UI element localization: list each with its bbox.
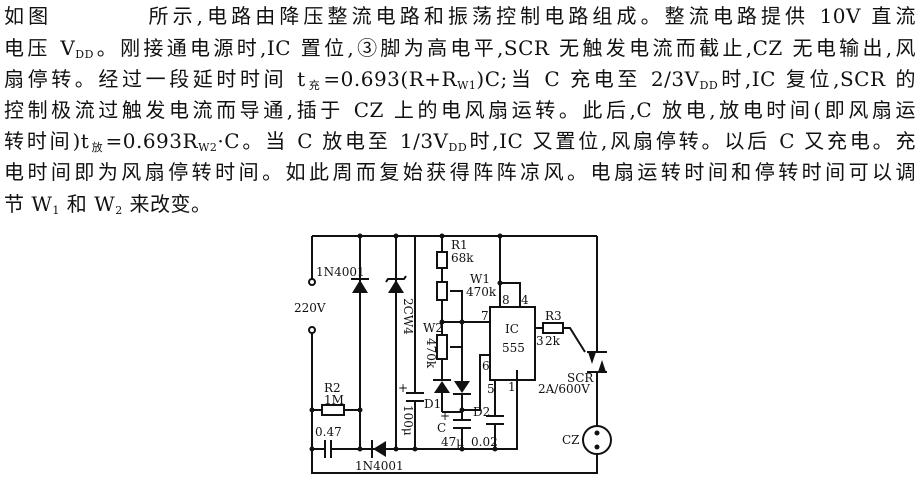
label-ic-type: 555 <box>502 341 525 355</box>
label-w2: W2 <box>423 321 443 335</box>
text-run: 电时间即为风扇停转时间。如此周而复始获得阵阵凉风。电扇运转时间和停转时间可以调 <box>4 160 916 184</box>
diode-d2 <box>453 381 471 395</box>
subscript: 1 <box>52 204 60 217</box>
paragraph-line: 节 W1 和 W2 来改变。 <box>4 191 212 224</box>
label-r1-val: 68k <box>451 251 474 265</box>
subscript: 放 <box>89 141 106 154</box>
diode-d1 <box>433 379 451 393</box>
subscript: DD <box>75 48 94 61</box>
label-w2-val: 470k <box>424 338 438 369</box>
ic-555 <box>489 306 536 381</box>
diode-1n4001-horizontal <box>371 440 386 458</box>
label-w1: W1 <box>470 272 490 286</box>
label-zener: 2CW4 <box>401 298 415 335</box>
label-r3: R3 <box>545 309 562 323</box>
socket-cz <box>582 425 612 455</box>
subscript: W2 <box>198 141 218 154</box>
label-scr-rating: 2A/600V <box>538 382 590 396</box>
label-pin5: 5 <box>487 382 495 396</box>
label-r1: R1 <box>451 238 468 252</box>
resistor-r3 <box>542 322 564 334</box>
label-d-top: 1N4001 <box>316 265 365 279</box>
label-d-bottom: 1N4001 <box>355 459 404 473</box>
paragraph-line: 扇停转。经过一段延时时间 t充=0.693(R+RW1)C;当 C 充电至 2/… <box>4 66 916 99</box>
label-r3-val: 2k <box>545 334 561 348</box>
subscript: 2 <box>115 204 123 217</box>
potentiometer-w2 <box>436 334 448 360</box>
label-c: C <box>437 421 446 435</box>
text-run: =0.693R <box>105 129 199 153</box>
paragraph-line: 转时间)t放=0.693RW2·C。当 C 放电至 1/3VDD时,IC 又置位… <box>4 128 916 161</box>
paragraph-line: 如图 所示,电路由降压整流电路和振荡控制电路组成。整流电路提供 10V 直流 <box>4 3 916 29</box>
text-run: 节 W <box>4 192 53 216</box>
diode-1n4001-vertical <box>351 278 369 293</box>
paragraph-line: 电压 VDD。刚接通电源时,IC 置位,③脚为高电平,SCR 无触发电流而截止,… <box>4 35 916 68</box>
text-run: 扇停转。经过一段延时时间 t <box>4 67 306 91</box>
text-run: 和 W <box>59 192 116 216</box>
supply-terminals <box>308 278 316 334</box>
label-pin4: 4 <box>521 293 529 307</box>
text-run: 电压 V <box>4 36 76 60</box>
text-run: 时,IC 又置位,风扇停转。以后 C 又充电。充 <box>467 129 916 153</box>
label-plus2: + <box>440 409 450 423</box>
capacitor-0.02 <box>486 415 504 425</box>
label-c-val: 47μ <box>441 435 464 449</box>
text-run: 控制极流过触发电流而导通,插于 CZ 上的电风扇运转。此后,C 放电,放电时间(… <box>4 98 916 122</box>
text-run: 。刚接通电源时,IC 置位,③脚为高电平,SCR 无触发电流而截止,CZ 无电输… <box>93 36 916 60</box>
subscript: DD <box>448 141 468 154</box>
label-pin7: 7 <box>481 309 489 323</box>
label-r2: R2 <box>324 381 341 395</box>
label-c-filter: 100μ <box>401 405 415 436</box>
zener-2cw4 <box>385 275 407 293</box>
capacitor-c <box>453 419 471 429</box>
label-d1: D1 <box>424 397 441 411</box>
label-r2-val: 1M <box>324 393 344 407</box>
label-d2: D2 <box>473 405 490 419</box>
label-pin3: 3 <box>536 334 544 348</box>
label-socket: CZ <box>562 433 580 447</box>
label-ic: IC <box>505 322 519 336</box>
text-run: 来改变。 <box>122 192 212 216</box>
label-c-drop: 0.47 <box>315 425 342 439</box>
label-scr: SCR <box>567 371 594 385</box>
text-run: )C;当 C 充电至 2/3V <box>476 67 700 91</box>
text-run: 如图 所示,电路由降压整流电路和振荡控制电路组成。整流电路提供 10V 直流 <box>4 4 916 28</box>
label-plus1: + <box>398 381 408 395</box>
capacitor-0.47 <box>324 440 332 458</box>
resistor-r2 <box>321 404 345 416</box>
junction-dots <box>309 233 503 452</box>
potentiometer-w1 <box>436 281 448 301</box>
paragraph-line: 控制极流过触发电流而导通,插于 CZ 上的电风扇运转。此后,C 放电,放电时间(… <box>4 97 916 123</box>
label-pin1: 1 <box>508 380 516 394</box>
subscript: W1 <box>457 79 477 92</box>
subscript: 充 <box>305 79 324 92</box>
label-pin6: 6 <box>482 359 490 373</box>
label-c5-val: 0.02 <box>471 435 498 449</box>
text-run: =0.693(R+R <box>323 67 458 91</box>
text-run: 时,IC 复位,SCR 的 <box>718 67 916 91</box>
label-supply: 220V <box>294 301 326 315</box>
label-pin8: 8 <box>502 293 510 307</box>
label-w1-val: 470k <box>466 285 497 299</box>
paragraph-line: 电时间即为风扇停转时间。如此周而复始获得阵阵凉风。电扇运转时间和停转时间可以调 <box>4 159 916 185</box>
text-run: 转时间)t <box>4 129 90 153</box>
resistor-r1 <box>436 251 448 269</box>
capacitor-100u <box>406 392 424 402</box>
subscript: DD <box>699 79 719 92</box>
text-run: ·C。当 C 放电至 1/3V <box>217 129 449 153</box>
scr-triac <box>587 351 607 373</box>
